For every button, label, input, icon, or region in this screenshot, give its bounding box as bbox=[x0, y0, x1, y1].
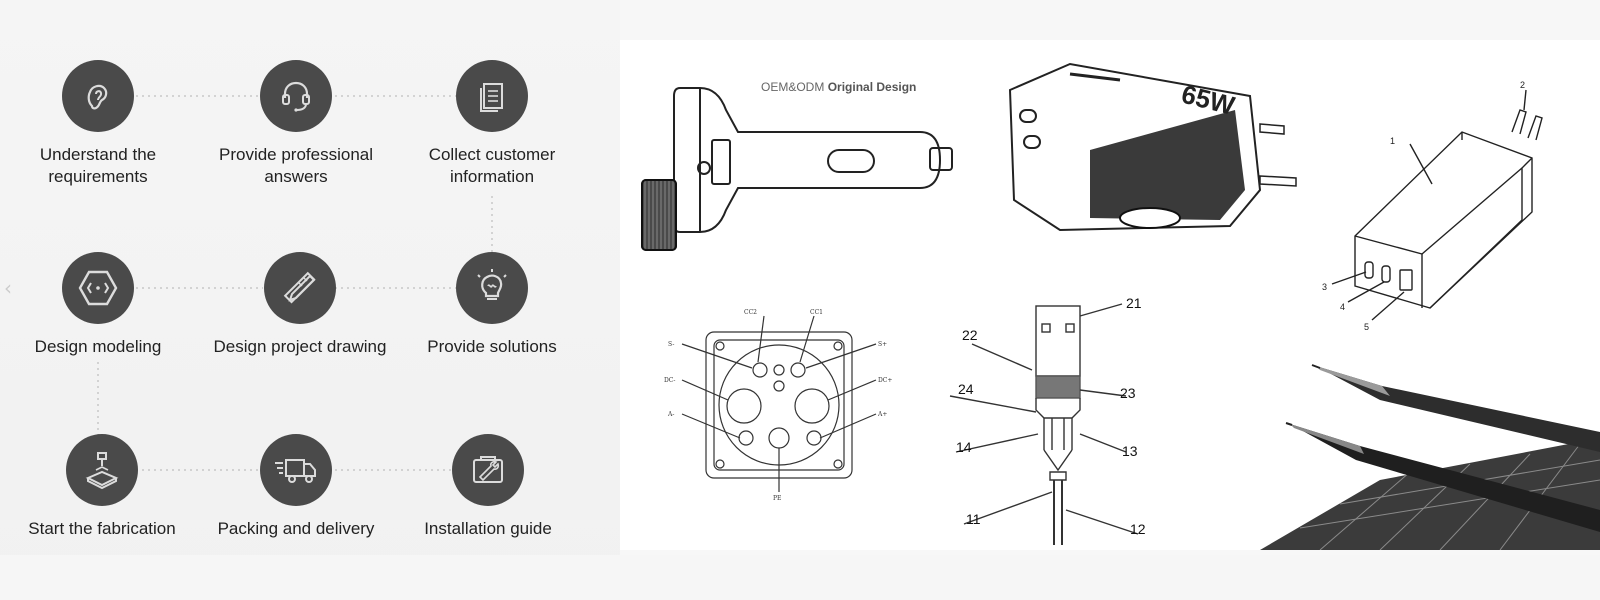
step-label: Start the fabrication bbox=[28, 519, 176, 538]
ear-icon bbox=[87, 84, 108, 110]
connector-pin-label: S- bbox=[668, 341, 674, 348]
truck-icon bbox=[275, 459, 316, 483]
caption-prefix: OEM&ODM bbox=[761, 80, 825, 94]
process-panel: Understand the requirements Provide prof… bbox=[0, 0, 620, 600]
fabrication-icon bbox=[85, 452, 119, 490]
charger-part-label: 1 bbox=[1390, 136, 1395, 146]
usb-part-label: 13 bbox=[1122, 443, 1138, 459]
connector-pin-label: A- bbox=[667, 411, 674, 418]
step-project-drawing: Design project drawing bbox=[200, 252, 400, 358]
step-label: Provide solutions bbox=[427, 337, 557, 356]
usb-part-label: 21 bbox=[1126, 295, 1142, 311]
step-circle bbox=[456, 60, 528, 132]
usb-c-charger-patent-drawing bbox=[1331, 89, 1543, 321]
toolbox-icon bbox=[473, 456, 503, 483]
step-understand-requirements: Understand the requirements bbox=[0, 60, 196, 188]
step-label: Understand the requirements bbox=[39, 145, 157, 186]
charger-part-label: 2 bbox=[1520, 80, 1525, 90]
step-circle bbox=[452, 434, 524, 506]
step-label: Collect customer information bbox=[428, 145, 556, 186]
technical-drawings-panel: 65W 1 2 3 4 bbox=[620, 40, 1600, 550]
charger-part-label: 5 bbox=[1364, 322, 1369, 332]
step-professional-answers: Provide professional answers bbox=[198, 60, 394, 188]
step-circle bbox=[260, 434, 332, 506]
step-label: Provide professional answers bbox=[218, 145, 374, 186]
usb-part-label: 22 bbox=[962, 327, 978, 343]
connector-pin-label: DC- bbox=[664, 377, 675, 384]
connector-pin-label: A+ bbox=[877, 411, 887, 418]
usb-part-label: 24 bbox=[958, 381, 974, 397]
charger-part-label: 4 bbox=[1340, 302, 1345, 312]
step-provide-solutions: Provide solutions bbox=[394, 252, 590, 358]
step-label: Design modeling bbox=[34, 337, 162, 356]
step-installation-guide: Installation guide bbox=[390, 434, 586, 540]
drawings-canvas: 65W 1 2 3 4 bbox=[641, 62, 1600, 550]
step-circle bbox=[62, 60, 134, 132]
connector-pin-label: CC1 bbox=[810, 309, 823, 316]
caption-bold: Original Design bbox=[827, 80, 917, 94]
connector-pin-label: PE bbox=[773, 495, 781, 502]
step-circle bbox=[264, 252, 336, 324]
headset-icon bbox=[282, 81, 310, 112]
step-circle bbox=[66, 434, 138, 506]
usb-part-label: 14 bbox=[956, 439, 972, 455]
connector-pin-label: CC2 bbox=[744, 309, 757, 316]
ev-connector-drawing bbox=[681, 315, 877, 492]
carousel-prev-arrow[interactable]: ‹ bbox=[4, 276, 12, 300]
oem-odm-caption: OEM&ODM Original Design bbox=[761, 80, 916, 94]
usb-part-label: 23 bbox=[1120, 385, 1136, 401]
step-label: Design project drawing bbox=[213, 337, 387, 356]
step-packing-delivery: Packing and delivery bbox=[198, 434, 394, 540]
process-connectors bbox=[97, 95, 493, 471]
connector-pin-label: DC+ bbox=[878, 377, 892, 384]
pens-and-mat-photo bbox=[1260, 364, 1600, 550]
step-label: Packing and delivery bbox=[217, 519, 375, 538]
usb-part-label: 12 bbox=[1130, 521, 1146, 537]
charger-part-label: 3 bbox=[1322, 282, 1327, 292]
usb-part-label: 11 bbox=[966, 511, 981, 527]
documents-icon bbox=[480, 83, 503, 112]
connector-pin-label: S+ bbox=[878, 341, 887, 348]
ruler-pencil-icon bbox=[283, 271, 316, 304]
step-circle bbox=[62, 252, 134, 324]
bottom-band bbox=[0, 555, 1600, 600]
hexagon-icon bbox=[78, 270, 118, 306]
step-label: Installation guide bbox=[424, 519, 552, 538]
step-circle bbox=[456, 252, 528, 324]
step-collect-information: Collect customer information bbox=[394, 60, 590, 188]
step-start-fabrication: Start the fabrication bbox=[4, 434, 200, 540]
step-design-modeling: Design modeling bbox=[0, 252, 196, 358]
lightbulb-icon bbox=[477, 269, 507, 300]
car-charger-drawing bbox=[641, 87, 953, 251]
wall-charger-65w-drawing: 65W bbox=[1008, 62, 1297, 232]
usb-cable-drawing bbox=[949, 303, 1139, 545]
step-circle bbox=[260, 60, 332, 132]
